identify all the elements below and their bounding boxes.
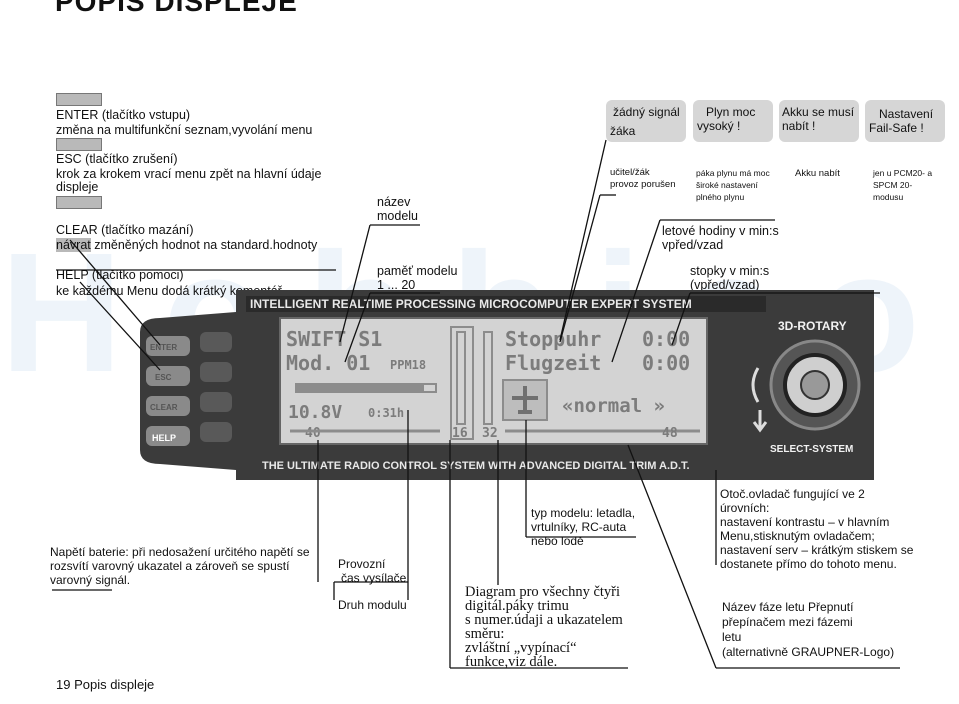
callout-lines <box>52 139 900 669</box>
lcd-screen <box>279 317 708 445</box>
no-signal-label: žádný signál <box>613 105 680 119</box>
page-footer: 19 Popis displeje <box>56 677 155 692</box>
lcd-mod: Mod. 01 <box>286 351 370 375</box>
svg-text:ESC: ESC <box>155 373 172 382</box>
rotary-label: 3D-ROTARY <box>778 319 847 333</box>
svg-text:ENTER: ENTER <box>150 343 177 352</box>
warning-box-failsafe <box>865 100 945 142</box>
warning-box-signal <box>606 100 686 142</box>
svg-text:CLEAR: CLEAR <box>150 403 178 412</box>
lcd-trim-right-a: 32 <box>482 426 498 441</box>
lcd-stopwatch-value: 0:00 <box>642 327 690 351</box>
lcd-stopwatch-label: Stoppuhr <box>505 327 601 351</box>
esc-key-desc-2: displeje <box>56 180 99 194</box>
esc-key-desc: krok za krokem vrací menu zpět na hlavní… <box>56 167 322 181</box>
lcd-phase: «normal » <box>562 395 665 417</box>
battery-note: Napětí baterie: při nedosažení určitého … <box>50 545 310 587</box>
help-key-name: HELP (tlačítko pomoci) <box>56 268 184 282</box>
lcd-modulation: PPM18 <box>390 358 426 372</box>
enter-key-desc: změna na multifunkční seznam,vyvolání me… <box>56 123 313 137</box>
clear-key-desc-rest: změněných hodnot na standard.hodnoty <box>90 238 318 252</box>
lcd-model: SWIFT S1 <box>286 327 382 351</box>
svg-text:HELP: HELP <box>152 433 176 443</box>
warning-box-charge <box>779 100 859 142</box>
enter-key-name: ENTER (tlačítko vstupu) <box>56 108 191 122</box>
esc-key-icon <box>56 138 102 151</box>
stick-label: žáka <box>610 124 636 138</box>
select-label: SELECT-SYSTEM <box>770 444 853 455</box>
lcd-trim-left: 40 <box>305 426 321 441</box>
page-title: POPIS DISPLEJE <box>55 0 298 17</box>
lcd-trim-mid: 16 <box>452 426 468 441</box>
device-footer-text: THE ULTIMATE RADIO CONTROL SYSTEM WITH A… <box>262 460 690 472</box>
clear-key-desc: návrat změněných hodnot na standard.hodn… <box>56 238 317 252</box>
lcd-flight-label: Flugzeit <box>505 351 601 375</box>
clear-key-name: CLEAR (tlačítko mazání) <box>56 223 194 237</box>
stopwatch-label: stopky v min:s(vpřed/vzad) <box>690 264 770 292</box>
lcd-time: 0:31h <box>368 406 404 420</box>
lcd-voltage: 10.8V <box>288 402 342 423</box>
enter-key-icon <box>56 93 102 106</box>
lcd-flight-value: 0:00 <box>642 351 690 375</box>
esc-key-name: ESC (tlačítko zrušení) <box>56 152 178 166</box>
device-buttons-left: ENTER ESC CLEAR HELP <box>146 332 232 446</box>
clear-key-icon <box>56 196 102 209</box>
warning-box-throttle <box>693 100 773 142</box>
modulation-note: Druh modulu <box>338 598 407 612</box>
lcd-trim-right-b: 48 <box>662 426 678 441</box>
akku-charge-label: Akku nabít <box>795 168 840 179</box>
device-header-text: INTELLIGENT REALTIME PROCESSING MICROCOM… <box>250 297 692 311</box>
clear-key-desc-highlight: návrat <box>56 238 91 252</box>
help-key-desc: ke každému Menu dodá krátký komentář <box>56 284 282 298</box>
